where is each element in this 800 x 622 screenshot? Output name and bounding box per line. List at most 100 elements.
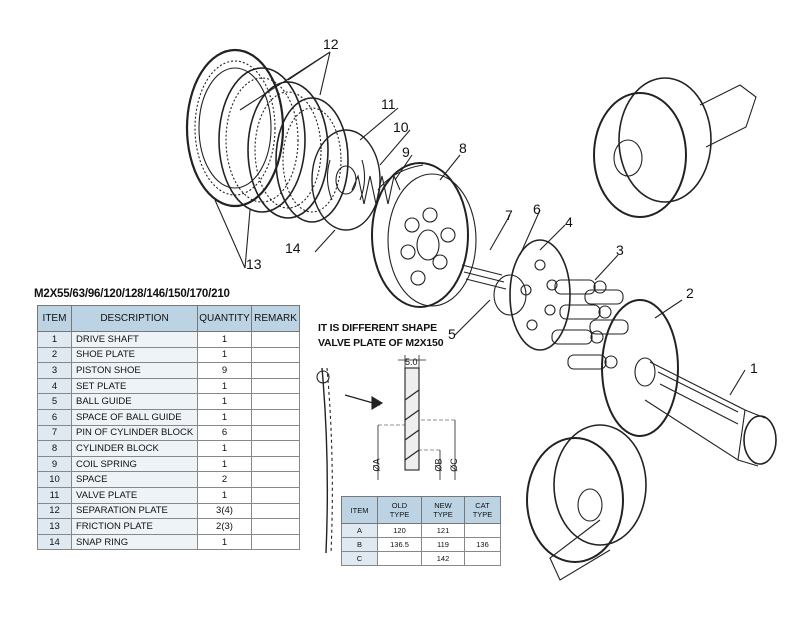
item-number: 9 [37,455,72,473]
item-description: SPACE OF BALL GUIDE [71,408,198,426]
item-description: SPACE [71,471,198,488]
callout-2: 2 [686,285,694,301]
valve-plate-profile [316,355,456,554]
dims-old [377,551,422,566]
dims-cat [464,551,501,566]
dims-header-new-line2: TYPE [433,510,453,519]
separation-plate-2 [275,97,349,223]
item-quantity: 1 [197,533,252,551]
dims-header-old-line2: TYPE [389,510,410,519]
callout-1: 1 [750,360,758,376]
item-quantity: 1 [197,346,252,364]
dims-cat: 136 [464,537,501,552]
cylinder-block [371,162,477,308]
header-quantity: QUANTITY [197,305,252,332]
dims-item: B [341,537,378,552]
item-quantity: 1 [197,440,252,457]
item-remark [251,471,300,488]
ball-guide [461,264,527,316]
item-description: PISTON SHOE [71,362,198,379]
callout-8: 8 [459,140,467,156]
drive-shaft [644,361,777,467]
item-quantity: 9 [197,362,252,379]
item-remark [251,362,300,379]
item-description: SEPARATION PLATE [71,502,198,520]
item-number: 2 [37,346,72,364]
dims-header-old-line1: OLD [391,501,408,510]
dimension-c-label: ØC [448,458,459,472]
valve-plate [311,129,381,231]
item-number: 13 [37,518,72,535]
item-quantity: 2 [197,471,252,488]
friction-plate-2 [247,81,329,219]
model-series-title: M2X55/63/96/120/128/146/150/170/210 [34,288,230,300]
item-quantity: 1 [197,486,252,504]
dims-new: 121 [421,523,465,538]
item-description: SNAP RING [71,533,198,551]
item-description: CYLINDER BLOCK [71,440,198,457]
callout-9: 9 [402,144,410,160]
item-number: 10 [37,471,72,488]
item-number: 8 [37,440,72,457]
separation-plate-1 [218,67,306,213]
callout-10: 10 [393,119,409,135]
callout-14: 14 [285,240,301,256]
item-remark [251,331,300,348]
friction-plate-outer [185,48,285,208]
item-quantity: 1 [197,331,252,348]
item-quantity: 1 [197,408,252,426]
item-quantity: 3(4) [197,502,252,520]
item-number: 5 [37,393,72,410]
item-remark [251,424,300,442]
item-number: 14 [37,533,72,551]
item-description: VALVE PLATE [71,486,198,504]
item-description: COIL SPRING [71,455,198,473]
item-remark [251,440,300,457]
dimension-a-label: ØA [371,458,382,472]
callout-4: 4 [565,214,573,230]
header-description: DESCRIPTION [71,305,198,332]
dims-item: C [341,551,378,566]
item-quantity: 2(3) [197,518,252,535]
dims-header-cat-line2: TYPE [472,510,493,519]
note-line-1: IT IS DIFFERENT SHAPE [318,322,437,334]
item-number: 12 [37,502,72,520]
item-quantity: 1 [197,377,252,395]
item-description: SHOE PLATE [71,346,198,364]
shoe-plate [601,299,679,437]
item-description: PIN OF CYLINDER BLOCK [71,424,198,442]
valve-plate-note: IT IS DIFFERENT SHAPE VALVE PLATE OF M2X… [318,321,444,351]
dims-item: A [341,523,378,538]
item-description: BALL GUIDE [71,393,198,410]
dims-header-cat-line1: CAT [475,501,490,510]
item-remark [251,408,300,426]
callout-11: 11 [381,96,396,112]
item-number: 11 [37,486,72,504]
item-quantity: 1 [197,455,252,473]
callout-3: 3 [616,242,624,258]
item-remark [251,518,300,535]
header-remark: REMARK [251,305,300,332]
item-remark [251,393,300,410]
item-number: 1 [37,331,72,348]
